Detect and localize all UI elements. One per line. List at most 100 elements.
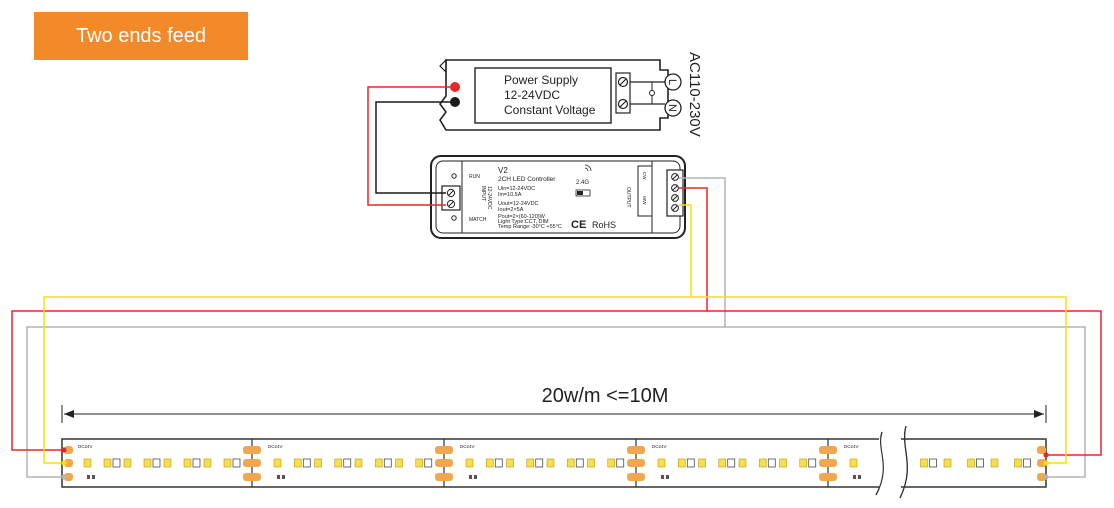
output-terminal-block bbox=[666, 169, 684, 217]
resistor bbox=[661, 475, 664, 479]
wire-yellow-right bbox=[691, 296, 1067, 464]
led-chip bbox=[465, 458, 474, 468]
led-chip bbox=[395, 458, 403, 468]
wire-end-dot bbox=[1043, 452, 1049, 458]
resistor bbox=[469, 475, 472, 479]
strip-break bbox=[875, 425, 908, 499]
solder-pad bbox=[435, 446, 453, 454]
led-chip-cool bbox=[767, 458, 776, 468]
ac-l-symbol: L bbox=[664, 73, 682, 91]
led-chip bbox=[990, 458, 999, 468]
wire-red-right bbox=[707, 310, 1102, 456]
wire-yellow-left bbox=[43, 204, 692, 464]
led-chip-cool bbox=[686, 458, 695, 468]
solder-pad bbox=[435, 459, 453, 467]
solder-pad bbox=[627, 459, 645, 467]
psu-terminal-n bbox=[617, 98, 629, 110]
led-chip bbox=[506, 458, 514, 468]
led-chip bbox=[334, 458, 343, 468]
led-chip bbox=[546, 458, 555, 468]
controller-out-1: Uout=12-24VDC bbox=[498, 201, 539, 207]
wire-end-dot bbox=[61, 474, 67, 480]
led-chip-cool bbox=[808, 458, 817, 468]
led-chip-cool bbox=[383, 458, 392, 468]
led-chip-cool bbox=[535, 458, 544, 468]
title-badge: Two ends feed bbox=[34, 12, 248, 60]
led-chip bbox=[943, 458, 952, 468]
led-chip bbox=[607, 458, 616, 468]
title-text: Two ends feed bbox=[75, 24, 207, 47]
solder-pad bbox=[64, 473, 73, 481]
led-chip bbox=[354, 458, 363, 468]
controller-in-2: Iin=10.5A bbox=[498, 192, 522, 198]
led-chip bbox=[415, 458, 424, 468]
segment-label: DC24V bbox=[78, 444, 93, 449]
led-chip bbox=[587, 458, 595, 468]
led-chip bbox=[920, 458, 928, 468]
match-label: MATCH bbox=[469, 217, 487, 223]
led-chip bbox=[123, 458, 132, 468]
led-chip-cool bbox=[112, 458, 121, 468]
wire-gray-right bbox=[725, 326, 1086, 478]
led-chip bbox=[849, 458, 858, 468]
solder-pad bbox=[1037, 446, 1046, 454]
led-chip-cool bbox=[232, 458, 241, 468]
out-label-cw: CW bbox=[642, 172, 647, 180]
resistor bbox=[282, 475, 285, 479]
run-label: RUN bbox=[469, 174, 480, 180]
segment-label: DC24V bbox=[844, 444, 859, 449]
wires bbox=[11, 86, 1102, 478]
segment-label: DC24V bbox=[460, 444, 475, 449]
led-chip-cool bbox=[343, 458, 352, 468]
ce-mark: CE bbox=[571, 219, 586, 231]
input-voltage-label: 12-24VDC bbox=[486, 186, 492, 210]
led-chip-cool bbox=[152, 458, 161, 468]
resistor bbox=[853, 475, 856, 479]
ac-voltage-label: AC110-230V bbox=[686, 52, 703, 137]
output-label: OUTPUT bbox=[625, 187, 631, 208]
led-chip bbox=[566, 458, 575, 468]
solder-pad bbox=[819, 446, 837, 454]
power-supply: Power Supply 12-24VDC Constant Voltage L… bbox=[439, 52, 703, 137]
solder-pad bbox=[64, 459, 73, 467]
out-label-ww: WW bbox=[642, 196, 647, 205]
wire-psu-positive bbox=[367, 86, 450, 206]
resistor bbox=[858, 475, 861, 479]
led-chip bbox=[143, 458, 152, 468]
controller-out-3: Pout=2×(60-120)W bbox=[498, 214, 546, 220]
led-chip-cool bbox=[976, 458, 984, 468]
solder-pad bbox=[1037, 459, 1046, 467]
controller-in-1: Uin=12-24VDC bbox=[498, 186, 535, 192]
led-chip bbox=[314, 458, 322, 468]
resistor bbox=[92, 475, 95, 479]
svg-text:L: L bbox=[666, 79, 678, 85]
led-chip-cool bbox=[192, 458, 201, 468]
led-chip bbox=[103, 458, 112, 468]
solder-pad bbox=[627, 446, 645, 454]
led-chip bbox=[1014, 458, 1022, 468]
led-chip bbox=[163, 458, 172, 468]
led-controller: RUN MATCH INPUT 12-24VDC V2 2CH LED Cont… bbox=[430, 155, 686, 239]
ac-n-symbol: N bbox=[664, 99, 682, 117]
psu-positive-dot bbox=[450, 82, 460, 92]
wire-end-dot bbox=[61, 447, 67, 453]
led-chip bbox=[779, 458, 787, 468]
wire-psu-negative bbox=[375, 101, 455, 194]
psu-terminal-l bbox=[617, 76, 629, 88]
led-chip-cool bbox=[494, 458, 503, 468]
led-chip-cool bbox=[1023, 458, 1031, 468]
led-chip-cool bbox=[929, 458, 937, 468]
wire-red-left bbox=[11, 187, 708, 451]
led-chip bbox=[485, 458, 494, 468]
led-chip bbox=[799, 458, 808, 468]
segment-label: DC24V bbox=[652, 444, 667, 449]
led-chip bbox=[677, 458, 686, 468]
led-chip bbox=[758, 458, 767, 468]
svg-text:N: N bbox=[666, 104, 678, 112]
led-chip bbox=[374, 458, 383, 468]
resistor bbox=[474, 475, 477, 479]
led-chip bbox=[293, 458, 302, 468]
resistor bbox=[666, 475, 669, 479]
controller-model: V2 bbox=[498, 166, 508, 175]
